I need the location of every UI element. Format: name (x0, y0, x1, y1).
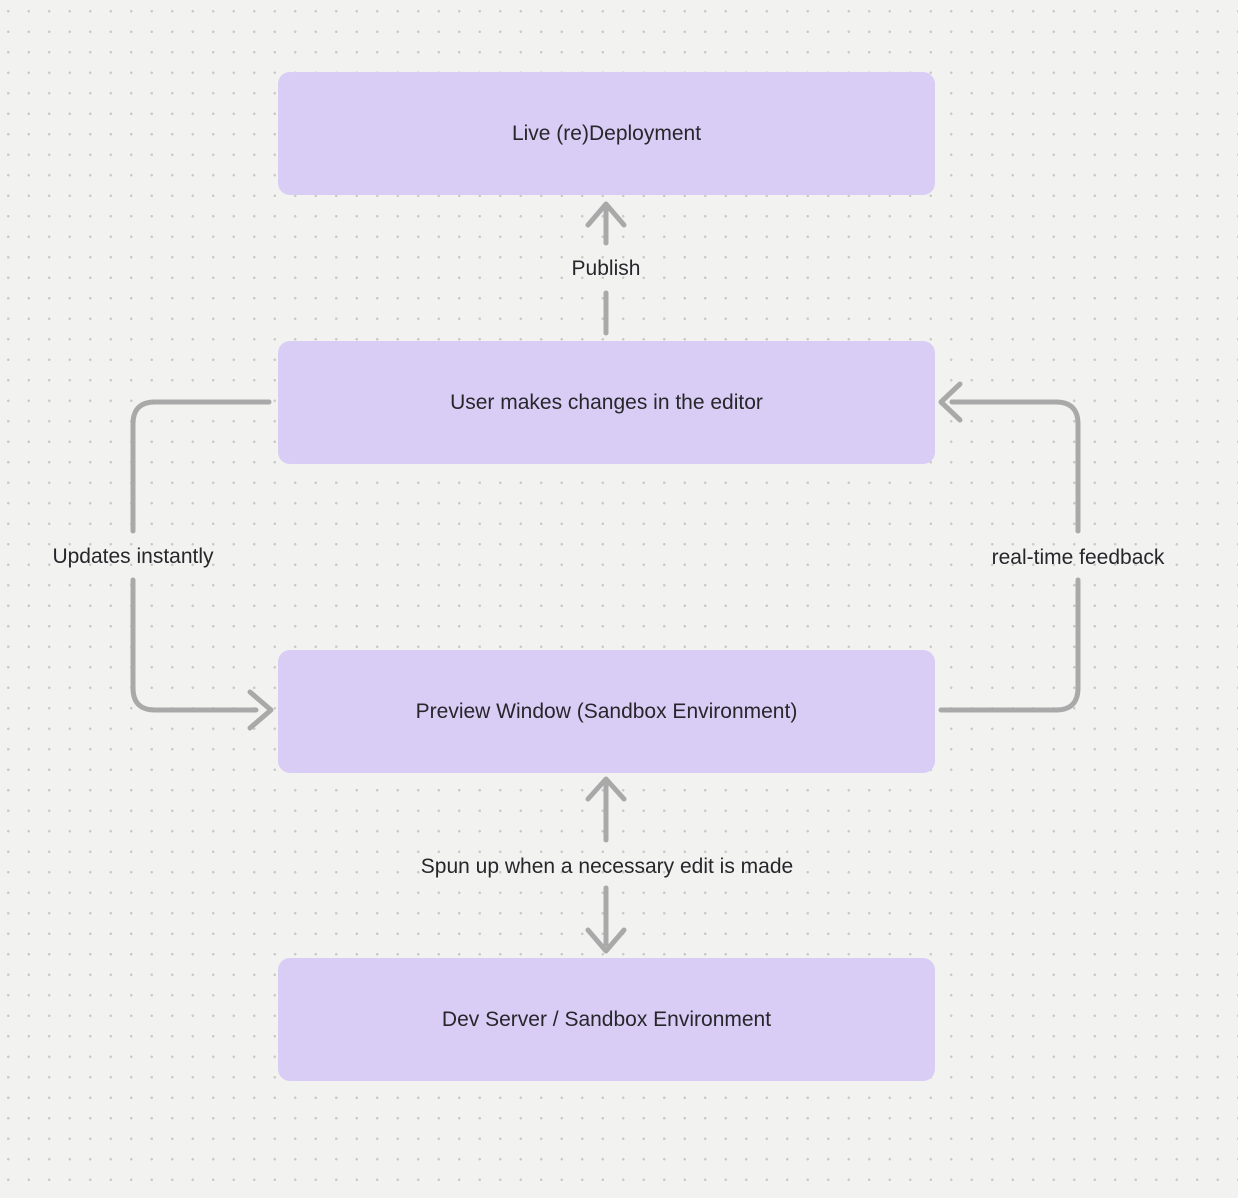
node-live-redeployment[interactable]: Live (re)Deployment (278, 72, 935, 195)
arrowhead-down-icon (585, 927, 627, 954)
edge-label-realtime-feedback: real-time feedback (991, 546, 1165, 569)
node-dev-server[interactable]: Dev Server / Sandbox Environment (278, 958, 935, 1081)
node-user-editor[interactable]: User makes changes in the editor (278, 341, 935, 464)
arrowhead-up-icon (585, 201, 627, 228)
arrowhead-up-icon (585, 776, 627, 802)
arrowhead-right-icon (247, 689, 274, 731)
node-live-redeployment-label: Live (re)Deployment (511, 121, 702, 145)
edge-label-publish: Publish (571, 257, 641, 280)
edge-label-spun-up: Spun up when a necessary edit is made (420, 855, 794, 878)
edge-label-updates-instantly: Updates instantly (52, 545, 214, 568)
node-preview-window-label: Preview Window (Sandbox Environment) (415, 699, 798, 723)
arrowhead-left-icon (938, 381, 963, 423)
node-dev-server-label: Dev Server / Sandbox Environment (441, 1007, 772, 1031)
node-user-editor-label: User makes changes in the editor (450, 390, 763, 414)
node-preview-window[interactable]: Preview Window (Sandbox Environment) (278, 650, 935, 773)
